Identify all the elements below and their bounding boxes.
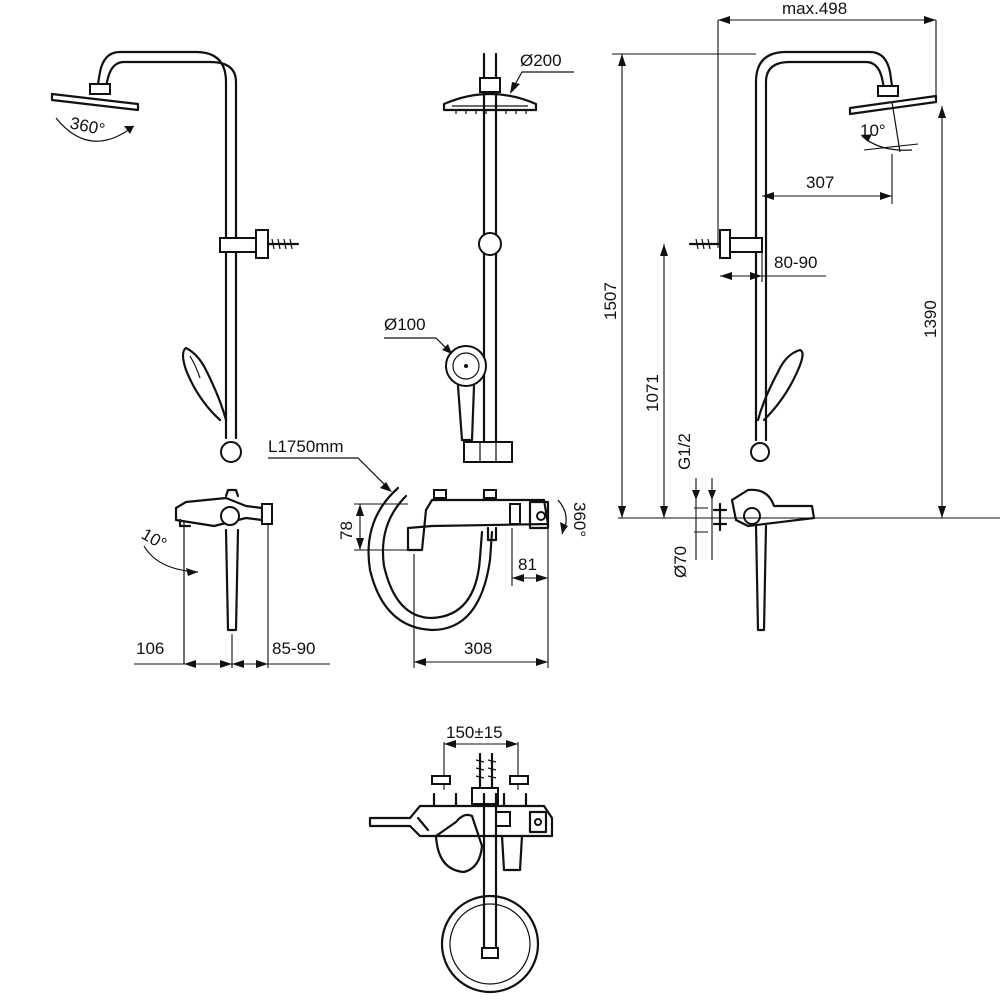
handle-offset-label: 81 [518,555,537,574]
front-slider [463,441,513,463]
riser-rail [96,50,228,440]
front-view-shower-column: Ø200 Ø100 [384,51,574,463]
rail-end-cap [220,441,242,463]
front-hand-shower [445,345,487,442]
inlet-height-label: 1071 [643,374,662,412]
front-bracket-ring [478,232,502,256]
thread-label: G1/2 [675,433,694,470]
rosette-diameter-label: Ø70 [671,546,690,578]
top-view: 150±15 [368,723,554,994]
side-view-shower-column: 360° [50,50,300,463]
tilt-10-head-label: 10° [860,121,886,140]
mixer-body-front [406,498,550,552]
diameter-200-label: Ø200 [520,51,562,70]
front-shower-head [442,92,538,114]
hose-length-label: L1750mm [268,437,344,456]
dimensioned-side-view: 10° max.498 307 80-90 1507 1390 1 [601,0,1000,632]
hand-shower [181,346,228,422]
mixer-side-left: 10° 106 85-90 [134,488,330,668]
rotation-arrow-icon [55,117,135,142]
centres-label: 150±15 [446,723,503,742]
head-right [848,94,938,116]
bracket-depth-left-label: 85-90 [272,639,315,658]
mixer-side-right [712,488,816,632]
rotation-label: 360° [68,113,106,139]
bracket-depth-right-label: 80-90 [774,253,817,272]
mixer-top [368,804,554,838]
shower-hose [367,486,494,632]
hand-shower-right [756,348,804,422]
overhead-shower-head [50,83,140,112]
riser-right [754,50,894,442]
arm-reach-label: 307 [806,173,834,192]
mixer-front-with-hose: L1750mm 78 360° 81 308 [268,437,589,668]
spout-projection-label: 106 [136,639,164,658]
rotation-360-spout-label: 360° [570,502,589,537]
wall-bracket [219,229,300,259]
max-width-label: max.498 [782,0,847,18]
bracket-right [688,229,763,259]
head-height-label: 1390 [921,300,940,338]
tilt-10-spout-label: 10° [138,524,170,553]
total-height-label: 1507 [601,282,620,320]
diameter-100-label: Ø100 [384,315,426,334]
head-top-view [440,894,540,994]
body-height-label: 78 [337,521,356,540]
mixer-width-label: 308 [464,639,492,658]
